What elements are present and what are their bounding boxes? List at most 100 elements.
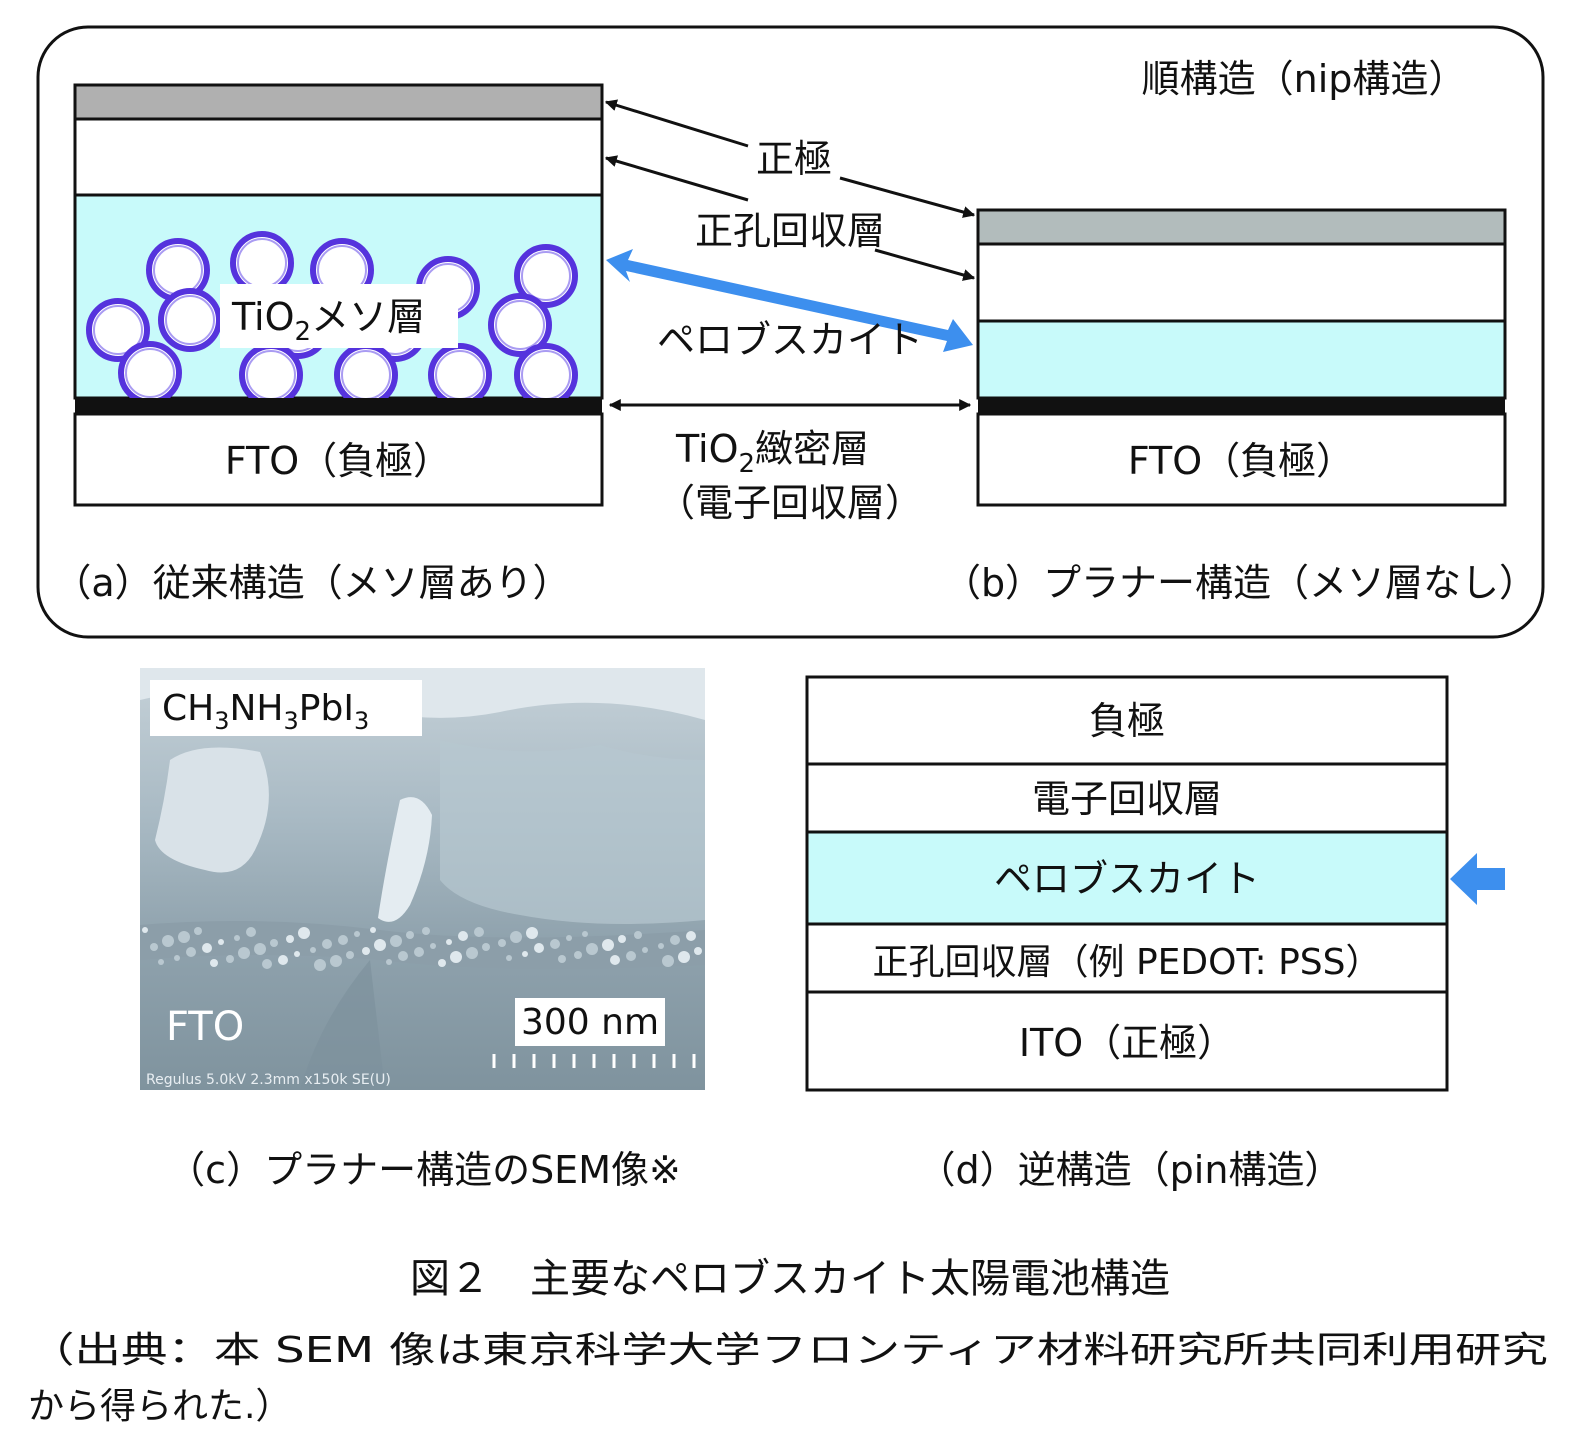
- a-top-electrode: [73, 83, 604, 121]
- sem-scale-bar: [492, 1054, 696, 1068]
- sem-nanoparticle: [322, 939, 332, 949]
- a-meso-label-box: [220, 284, 458, 348]
- sem-nanoparticle: [446, 939, 452, 945]
- a-caption: （a）従来構造（メソ層あり）: [53, 561, 570, 605]
- sem-nanoparticle: [586, 943, 598, 955]
- arrow-cathode-b: [839, 176, 976, 218]
- sem-nanoparticles: [142, 927, 702, 971]
- sem-nanoparticle: [298, 927, 310, 939]
- sem-fto-label: FTO: [166, 1004, 244, 1050]
- label-compact: TiO2緻密層: [675, 427, 869, 479]
- sem-scale-label: 300 nm: [521, 1002, 659, 1043]
- sem-nanoparticle: [278, 955, 288, 965]
- sem-nanoparticle: [294, 951, 300, 957]
- sem-nanoparticle: [226, 955, 234, 963]
- tio2-particle: [428, 343, 492, 407]
- sem-nanoparticle: [526, 927, 538, 939]
- sem-nanoparticle: [602, 939, 614, 951]
- figure-title: 図２ 主要なペロブスカイト太陽電池構造: [410, 1256, 1170, 1302]
- d-label-3: 正孔回収層（例 PEDOT: PSS）: [873, 942, 1382, 983]
- tio2-particle: [86, 298, 150, 362]
- arrow-hole-a: [604, 155, 749, 202]
- top-panel-title: 順構造（nip構造）: [1142, 57, 1467, 101]
- a-fto-label: FTO（負極）: [225, 439, 451, 483]
- sem-nanoparticle: [422, 927, 430, 935]
- b-perovskite-layer: [976, 319, 1507, 400]
- sem-nanoparticle: [658, 943, 664, 949]
- sem-nanoparticle: [310, 947, 316, 953]
- arrow-hole-b: [874, 248, 976, 281]
- sem-nanoparticle: [498, 939, 506, 947]
- sem-nanoparticle: [218, 939, 224, 945]
- sem-nanoparticle: [362, 947, 370, 955]
- figure-source-2: から得られた.）: [28, 1386, 291, 1427]
- tio2-particle: [118, 341, 182, 405]
- label-hole-layer: 正孔回収層: [695, 209, 885, 253]
- d-label-2: ペロブスカイト: [994, 857, 1260, 901]
- sem-grain-1: [155, 747, 269, 873]
- d-layer-electron: [805, 762, 1449, 834]
- sem-nanoparticle: [202, 943, 212, 953]
- sem-nanoparticle: [174, 955, 180, 961]
- sem-nanoparticle: [370, 927, 376, 933]
- sem-nanoparticle: [390, 935, 402, 947]
- d-layer-perovskite: [805, 830, 1449, 926]
- sem-nanoparticle: [438, 959, 446, 967]
- sem-nanoparticle: [534, 943, 544, 953]
- label-perovskite: ペロブスカイト: [657, 318, 923, 362]
- d-label-4: ITO（正極）: [1019, 1021, 1235, 1065]
- sem-nanoparticle: [430, 943, 436, 949]
- b-fto-label: FTO（負極）: [1128, 439, 1354, 483]
- sem-fto-grain: [300, 960, 385, 1090]
- sem-nanoparticle: [414, 947, 424, 957]
- d-caption: （d）逆構造（pin構造）: [918, 1148, 1343, 1192]
- sem-nanoparticle: [270, 939, 278, 947]
- sem-nanoparticle: [142, 927, 148, 933]
- sem-nanoparticle: [210, 959, 218, 967]
- sem-nanoparticle: [406, 931, 414, 939]
- d-layer-cathode: [805, 675, 1449, 766]
- a-fto-layer: [73, 412, 604, 507]
- sem-nanoparticle: [550, 939, 560, 949]
- sem-nanoparticle: [286, 935, 294, 943]
- sem-info: Regulus 5.0kV 2.3mm x150k SE(U): [146, 1072, 391, 1088]
- sem-nanoparticle: [338, 935, 348, 945]
- sem-nanoparticle: [694, 947, 702, 955]
- sem-nanoparticle: [158, 959, 164, 965]
- sem-nanoparticle: [506, 955, 512, 961]
- sem-nanoparticle: [678, 951, 690, 963]
- sem-nanoparticle: [238, 947, 250, 959]
- sem-nanoparticle: [466, 947, 478, 959]
- structure-a: TiO2メソ層 FTO（負極）: [73, 83, 604, 507]
- a-meso-label: TiO2メソ層: [231, 295, 425, 347]
- tio2-particle: [239, 343, 303, 407]
- arrow-cathode-a: [604, 99, 749, 148]
- sem-nanoparticle: [234, 935, 240, 941]
- sem-nanoparticle: [610, 955, 620, 965]
- sem-nanoparticle: [194, 927, 202, 935]
- sem-nanoparticle: [574, 951, 582, 959]
- sem-nanoparticle: [662, 955, 674, 967]
- sem-material-label: CH3NH3PbI3: [162, 688, 369, 735]
- sem-nanoparticle: [398, 951, 408, 961]
- structure-d: 負極 電子回収層 ペロブスカイト 正孔回収層（例 PEDOT: PSS） ITO…: [805, 675, 1505, 1092]
- sem-nanoparticle: [314, 959, 326, 971]
- tio2-particle-ring: [521, 251, 571, 301]
- sem-nanoparticle: [330, 955, 342, 967]
- sem-nanoparticle: [346, 951, 354, 959]
- d-layer-ito: [805, 990, 1449, 1092]
- sem-scale-box: [515, 998, 665, 1046]
- b-compact-layer: [978, 398, 1505, 414]
- sem-grain-3: [440, 740, 705, 924]
- tio2-particle: [334, 343, 398, 407]
- sem-nanoparticle: [254, 943, 266, 955]
- d-label-0: 負極: [1089, 699, 1165, 743]
- sem-nanoparticle: [386, 959, 392, 965]
- sem-nanoparticle: [618, 935, 626, 943]
- sem-nanoparticle: [558, 955, 566, 963]
- sem-nanoparticle: [162, 935, 174, 947]
- sem-nanoparticle: [670, 935, 680, 945]
- sem-nanoparticle: [150, 943, 158, 951]
